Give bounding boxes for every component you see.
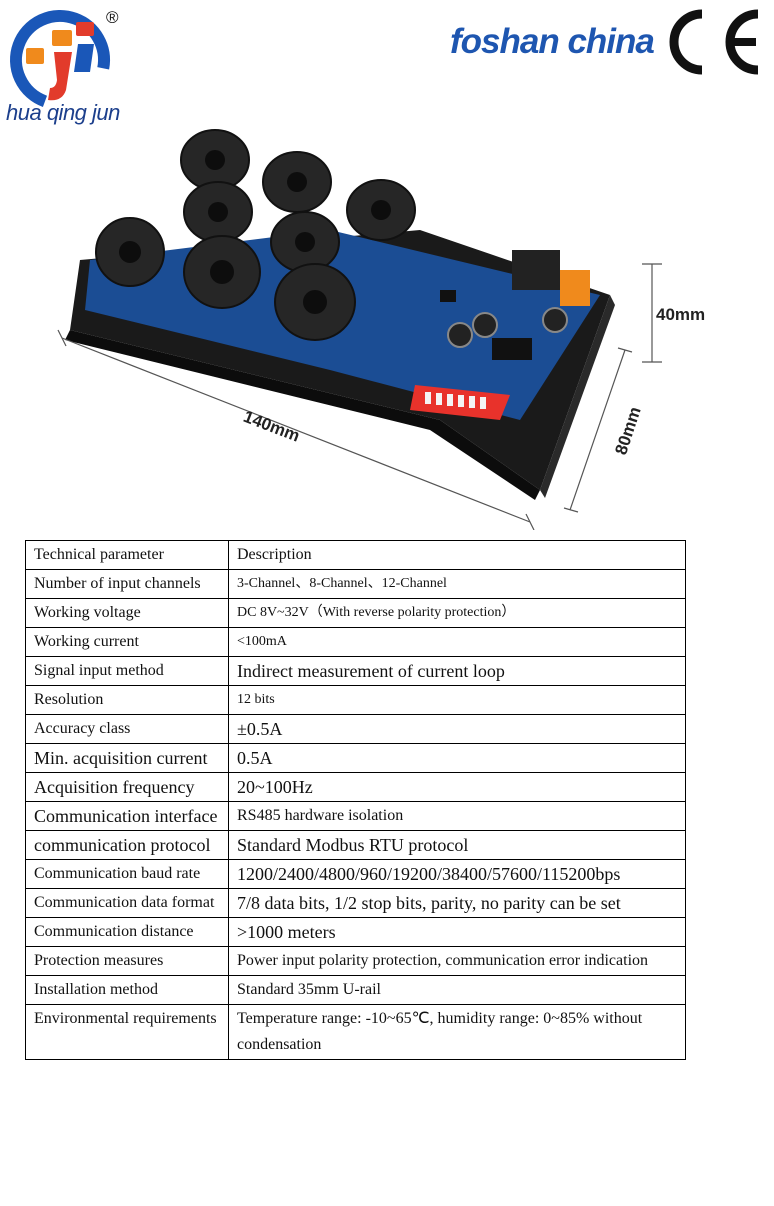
desc-cell: Standard Modbus RTU protocol: [228, 830, 686, 860]
desc-cell: Temperature range: -10~65℃, humidity ran…: [228, 1004, 686, 1060]
param-cell: Resolution: [25, 685, 229, 715]
param-cell: Min. acquisition current: [25, 743, 229, 773]
desc-cell: ±0.5A: [228, 714, 686, 744]
param-cell: Signal input method: [25, 656, 229, 686]
desc-cell: 1200/2400/4800/960/19200/38400/57600/115…: [228, 859, 686, 889]
dimension-width: 80mm: [611, 404, 644, 457]
desc-cell: Power input polarity protection, communi…: [228, 946, 686, 976]
signal-terminal: [560, 270, 590, 306]
registered-mark: ®: [106, 8, 119, 27]
table-row: Acquisition frequency 20~100Hz: [25, 772, 686, 802]
param-cell: Working current: [25, 627, 229, 657]
desc-cell: 0.5A: [228, 743, 686, 773]
table-row: Environmental requirements Temperature r…: [25, 1004, 686, 1060]
table-row: communication protocol Standard Modbus R…: [25, 830, 686, 860]
table-row: Number of input channels 3-Channel、8-Cha…: [25, 569, 686, 599]
spec-table: Technical parameter Description Number o…: [25, 540, 686, 1060]
table-row: Working current <100mA: [25, 627, 686, 657]
param-cell: Installation method: [25, 975, 229, 1005]
desc-cell: 20~100Hz: [228, 772, 686, 802]
table-row: Installation method Standard 35mm U-rail: [25, 975, 686, 1005]
param-cell: Protection measures: [25, 946, 229, 976]
param-cell: Accuracy class: [25, 714, 229, 744]
desc-cell: 3-Channel、8-Channel、12-Channel: [228, 569, 686, 599]
desc-cell: 12 bits: [228, 685, 686, 715]
dimension-height: 40mm: [656, 305, 705, 324]
table-row: Communication interface RS485 hardware i…: [25, 801, 686, 831]
brand-name: hua qing jun: [6, 100, 120, 125]
desc-cell: Standard 35mm U-rail: [228, 975, 686, 1005]
param-cell: Communication distance: [25, 917, 229, 947]
header-param: Technical parameter: [25, 540, 229, 570]
dimension-length: 140mm: [241, 407, 303, 446]
table-row: Signal input method Indirect measurement…: [25, 656, 686, 686]
desc-cell: <100mA: [228, 627, 686, 657]
param-cell: Number of input channels: [25, 569, 229, 599]
table-row: Communication data format 7/8 data bits,…: [25, 888, 686, 918]
table-row: Communication distance >1000 meters: [25, 917, 686, 947]
table-row: Min. acquisition current 0.5A: [25, 743, 686, 773]
param-cell: Communication baud rate: [25, 859, 229, 889]
desc-cell: 7/8 data bits, 1/2 stop bits, parity, no…: [228, 888, 686, 918]
desc-cell: >1000 meters: [228, 917, 686, 947]
table-row: Protection measures Power input polarity…: [25, 946, 686, 976]
param-cell: Working voltage: [25, 598, 229, 628]
param-cell: communication protocol: [25, 830, 229, 860]
hqj-logo-icon: [9, 10, 110, 110]
table-row: Working voltage DC 8V~32V（With reverse p…: [25, 598, 686, 628]
header-desc: Description: [228, 540, 686, 570]
table-header-row: Technical parameter Description: [25, 540, 686, 570]
param-cell: Acquisition frequency: [25, 772, 229, 802]
product-photo: 140mm 80mm 40mm: [57, 129, 705, 530]
param-cell: Communication interface: [25, 801, 229, 831]
param-cell: Environmental requirements: [25, 1004, 229, 1060]
table-row: Resolution 12 bits: [25, 685, 686, 715]
desc-cell: Indirect measurement of current loop: [228, 656, 686, 686]
power-terminal: [512, 250, 560, 290]
param-cell: Communication data format: [25, 888, 229, 918]
table-row: Communication baud rate 1200/2400/4800/9…: [25, 859, 686, 889]
desc-cell: RS485 hardware isolation: [228, 801, 686, 831]
city-title: foshan china: [450, 22, 655, 61]
ce-mark-icon: [669, 9, 759, 75]
desc-cell: DC 8V~32V（With reverse polarity protecti…: [228, 598, 686, 628]
table-row: Accuracy class ±0.5A: [25, 714, 686, 744]
